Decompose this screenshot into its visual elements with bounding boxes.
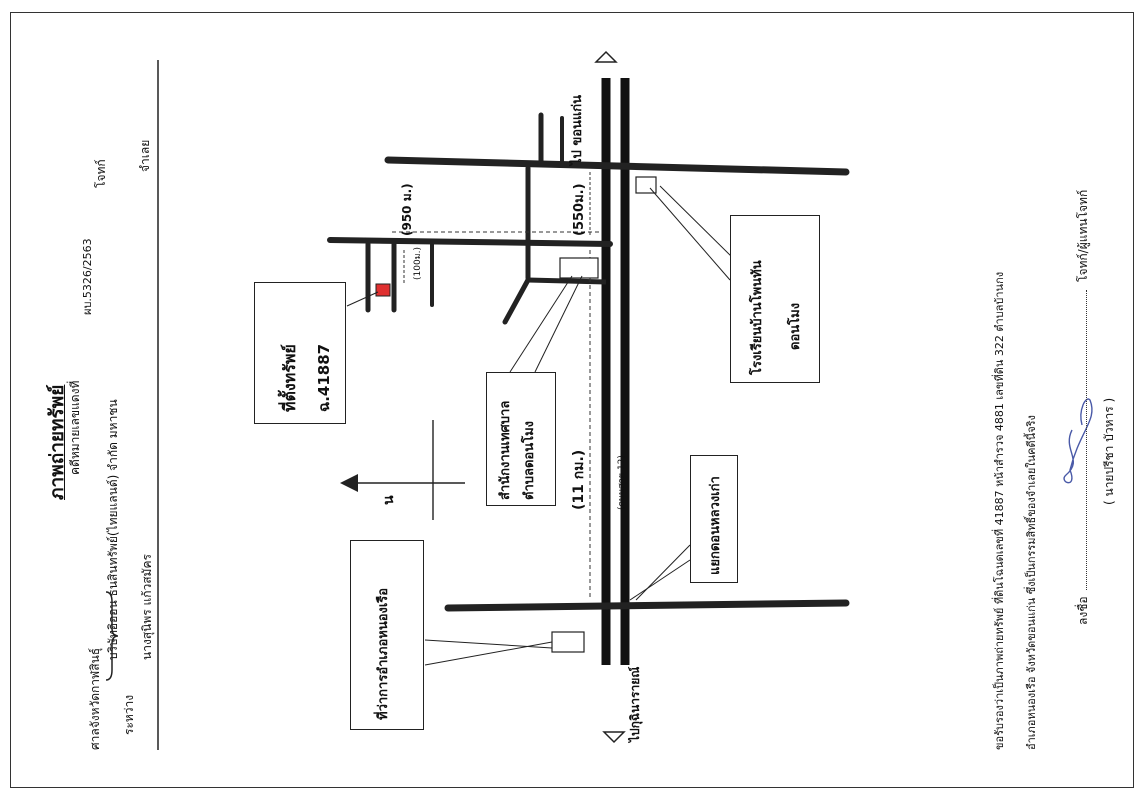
distance-950: (950 ม.) bbox=[400, 183, 414, 236]
property-callout bbox=[254, 282, 346, 424]
intersection-callout bbox=[690, 455, 738, 583]
sign-label: ลงชื่อ bbox=[1076, 596, 1090, 625]
signer-name: ( นายปรีชา บัวหาร ) bbox=[1102, 397, 1116, 505]
road-name: (ถนนสาย 12) bbox=[617, 455, 627, 510]
school-label-1: โรงเรียนบ้านโพนทัน bbox=[750, 260, 765, 375]
signer-role: โจทก์/ผู้แทนโจทก์ bbox=[1076, 189, 1090, 282]
school-label-2: ดอนโมง bbox=[788, 302, 803, 350]
certification-line-1: ขอรับรองว่าเป็นภาพถ่ายทรัพย์ ที่ดินโฉนดเ… bbox=[993, 271, 1006, 750]
certification-line-2: อำเภอหนองเรือ จังหวัดขอนแก่น ซึ่งเป็นกรร… bbox=[1025, 415, 1038, 750]
property-label: ที่ตั้งทรัพย์ bbox=[280, 344, 299, 412]
arrow-down-icon bbox=[602, 731, 626, 744]
brace bbox=[105, 591, 119, 681]
top-cross-road bbox=[384, 156, 850, 176]
school-callout bbox=[730, 215, 820, 383]
distance-100: (100ม.) bbox=[413, 247, 423, 280]
property-marker bbox=[375, 283, 391, 297]
to-kuchinarai: ไปกุฉินารายณ์ bbox=[628, 666, 642, 742]
signature-line bbox=[1086, 290, 1088, 590]
to-khon-kaen: ไป ขอนแก่น bbox=[570, 94, 585, 165]
office-callout bbox=[486, 372, 556, 506]
distance-11km: (11 กม.) bbox=[571, 449, 587, 510]
district-office-callout bbox=[350, 540, 424, 730]
north-label: น bbox=[381, 495, 397, 505]
branch-road-950 bbox=[327, 237, 613, 247]
district-office-label: ที่ว่าการอำเภอหนองเรือ bbox=[376, 587, 391, 720]
property-deed: ฉ.41887 bbox=[315, 343, 333, 412]
bottom-cross-road bbox=[444, 599, 850, 612]
north-arrow-icon bbox=[340, 474, 358, 492]
office-label-1: สำนักงานเทศบาล bbox=[498, 400, 513, 500]
page-frame bbox=[10, 12, 1134, 788]
arrow-up-icon bbox=[594, 50, 618, 63]
intersection-label: แยกดอนหลวงเก่า bbox=[708, 476, 723, 575]
distance-550: (550ม.) bbox=[572, 183, 587, 236]
office-label-2: ตำบลดอนโมง bbox=[522, 421, 537, 500]
